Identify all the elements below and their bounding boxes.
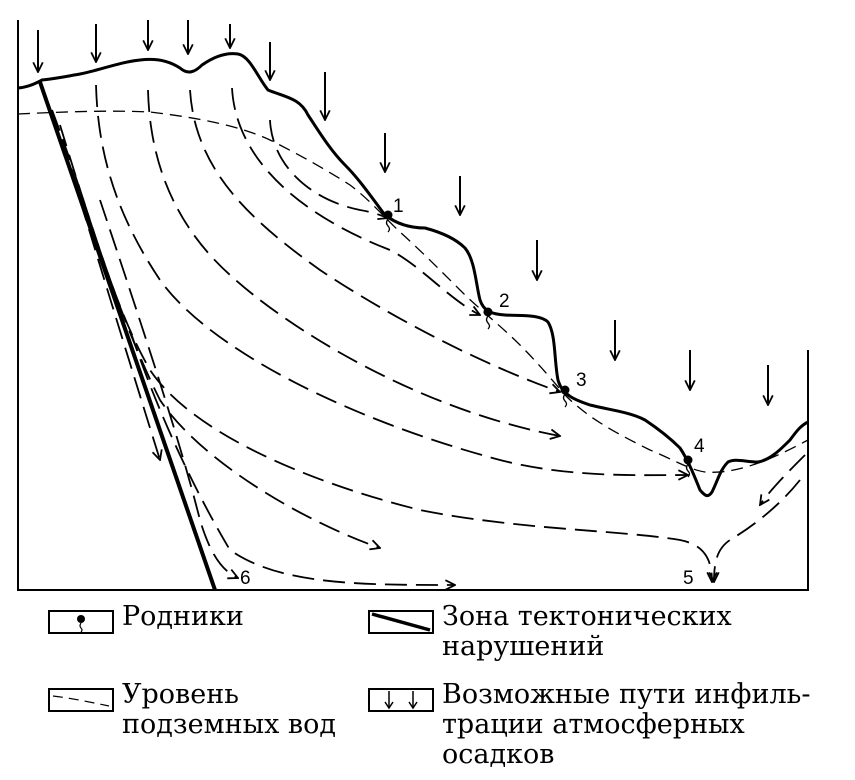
spring-4-label: 4	[694, 436, 705, 457]
flow-path	[269, 119, 388, 218]
infiltration-symbol-icon	[368, 688, 434, 712]
legend-groundwater-level-label: Уровень подземных вод	[122, 679, 336, 740]
outlet-5-label: 5	[683, 568, 694, 589]
spring-1-label: 1	[393, 196, 404, 217]
groundwater-level-line	[17, 110, 809, 473]
legend-springs-label: Родники	[122, 601, 244, 632]
groundwater-flow-paths	[51, 84, 806, 585]
flow-path	[51, 109, 712, 582]
flow-path	[760, 454, 806, 505]
legend-infiltration-paths-label: Возможные пути инфиль- трации атмосферны…	[442, 679, 811, 770]
flow-path	[189, 89, 560, 392]
spring-4	[683, 455, 693, 465]
flow-path	[714, 479, 801, 582]
legend-tectonic-zone-label: Зона тектонических нарушений	[442, 601, 732, 662]
infiltration-arrows	[38, 20, 768, 405]
flow-path	[129, 329, 455, 585]
spring-3	[560, 385, 570, 395]
fault-zone-symbol-icon	[368, 610, 434, 634]
spring-3-label: 3	[576, 370, 587, 391]
legend-infiltration-paths: Возможные пути инфиль- трации атмосферны…	[368, 680, 810, 770]
legend-groundwater-level: Уровень подземных вод	[48, 680, 336, 740]
flow-path	[61, 139, 160, 460]
spring-2	[483, 307, 493, 317]
ground-surface-line	[17, 52, 809, 498]
spring-1	[383, 210, 393, 220]
spring-2-label: 2	[499, 291, 510, 312]
legend-springs: Родники	[48, 602, 244, 634]
hydrogeology-diagram: 1 2 3 4 5 6	[17, 20, 809, 591]
groundwater-level-symbol-icon	[48, 688, 114, 712]
flow-path	[99, 199, 238, 578]
flow-path	[231, 87, 480, 315]
spring-symbol-icon	[48, 610, 114, 634]
flow-path	[59, 124, 380, 548]
flow-path	[95, 84, 688, 475]
section-frame	[17, 20, 809, 591]
outlet-6-label: 6	[240, 568, 251, 589]
legend-tectonic-zone: Зона тектонических нарушений	[368, 602, 732, 662]
flow-path	[147, 89, 560, 436]
tectonic-fault-zone	[38, 81, 217, 591]
springs	[383, 210, 693, 478]
